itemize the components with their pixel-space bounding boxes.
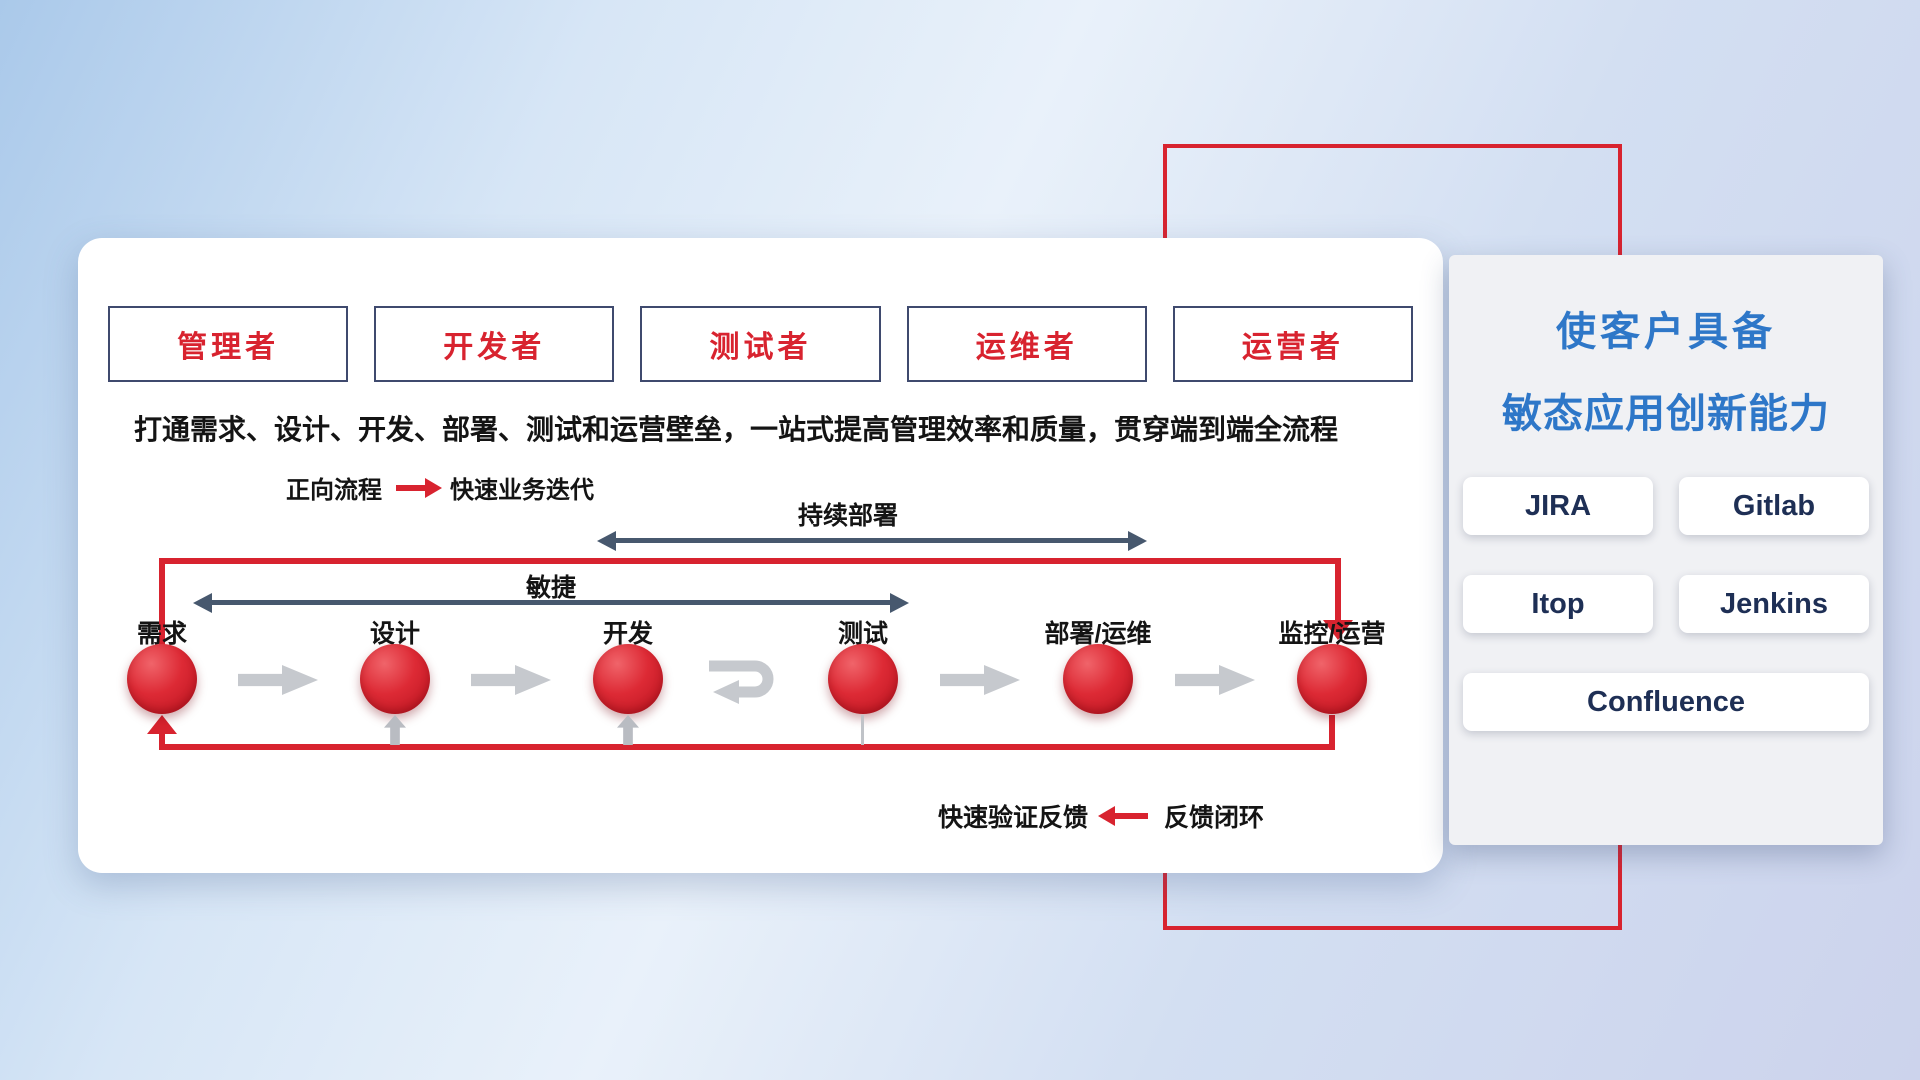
stage-label-test: 测试: [837, 620, 888, 648]
feedback-loop-up-arrowhead-icon: [147, 715, 177, 734]
devops-flow-panel: 管理者 开发者 测试者 运维者 运营者 打通需求、设计、开发、部署、测试和运营壁…: [78, 238, 1443, 873]
forward-legend-label: 正向流程: [286, 477, 382, 504]
flow-arrow-icon: [940, 665, 1020, 695]
role-box-tester: 测试者: [640, 306, 881, 382]
panel-title-line1: 使客户具备: [1556, 310, 1776, 354]
process-description: 打通需求、设计、开发、部署、测试和运营壁垒，一站式提高管理效率和质量，贯穿端到端…: [134, 414, 1339, 445]
agile-arrow: [193, 592, 909, 613]
role-label: 测试者: [709, 331, 812, 364]
stage-label-design: 设计: [369, 620, 420, 648]
forward-arrow-icon: [396, 477, 442, 498]
tool-confluence: Confluence: [1463, 673, 1869, 731]
arrowhead-left-icon: [193, 592, 212, 613]
feedback-loop-right-line: [1329, 715, 1335, 747]
tool-grid: JIRA Gitlab Itop Jenkins Confluence: [1463, 477, 1869, 731]
iteration-loop-icon: [709, 660, 774, 704]
panel-title-line2: 敏态应用创新能力: [1502, 392, 1830, 436]
role-label: 开发者: [443, 331, 546, 364]
role-box-manager: 管理者: [108, 306, 349, 382]
role-boxes-row: 管理者 开发者 测试者 运维者 运营者: [108, 306, 1414, 382]
feedback-legend: 快速验证反馈 反馈闭环: [938, 798, 1264, 834]
role-label: 管理者: [177, 331, 280, 364]
role-label: 运维者: [975, 331, 1078, 364]
role-box-developer: 开发者: [374, 306, 615, 382]
flow-arrow-icon: [471, 665, 551, 695]
forward-loop-top-line: [159, 558, 1341, 564]
role-label: 运营者: [1241, 331, 1344, 364]
flow-arrow-icon: [1175, 665, 1255, 695]
stage-label-deploy-ops: 部署/运维: [1044, 620, 1152, 648]
feedback-legend-desc: 快速验证反馈: [938, 804, 1089, 832]
stage-node-monitor-operate: [1297, 644, 1367, 714]
arrowhead-right-icon: [1128, 530, 1147, 551]
feedback-legend-label: 反馈闭环: [1164, 804, 1265, 832]
tool-itop: Itop: [1463, 575, 1653, 633]
feedback-connector-line: [861, 715, 864, 745]
agile-label: 敏捷: [525, 574, 576, 602]
forward-loop-right-line: [1335, 558, 1341, 622]
role-box-ops: 运维者: [906, 306, 1147, 382]
tool-gitlab: Gitlab: [1679, 477, 1869, 535]
feedback-loop-bottom-line: [159, 744, 1335, 750]
feedback-loop-left-line: [159, 731, 165, 745]
forward-loop-down-arrowhead-icon: [1323, 620, 1353, 640]
feedback-up-arrow-icon: [617, 715, 639, 745]
stage-node-develop: [593, 644, 663, 714]
capability-panel: 使客户具备 敏态应用创新能力 JIRA Gitlab Itop Jenkins …: [1449, 255, 1883, 845]
forward-loop-left-line: [159, 558, 165, 648]
stage-label-monitor-operate: 监控/运营: [1278, 620, 1386, 648]
panel-title: 使客户具备 敏态应用创新能力: [1463, 299, 1869, 439]
forward-legend-desc: 快速业务迭代: [450, 477, 594, 504]
tool-jenkins: Jenkins: [1679, 575, 1869, 633]
role-box-operator: 运营者: [1172, 306, 1414, 382]
arrowhead-left-icon: [597, 530, 616, 551]
forward-legend: 正向流程 快速业务迭代: [286, 470, 594, 505]
stage-node-deploy-ops: [1063, 644, 1133, 714]
stage-label-requirements: 需求: [136, 620, 187, 648]
stage-node-design: [360, 644, 430, 714]
stage-node-test: [828, 644, 898, 714]
continuous-deploy-arrow: [597, 530, 1147, 551]
flow-arrow-icon: [238, 665, 318, 695]
feedback-arrow-icon: [1098, 806, 1149, 826]
stage-node-requirements: [127, 644, 197, 714]
stage-label-develop: 开发: [602, 620, 653, 648]
feedback-up-arrow-icon: [384, 715, 406, 745]
tool-jira: JIRA: [1463, 477, 1653, 535]
continuous-deploy-label: 持续部署: [797, 502, 898, 530]
arrowhead-right-icon: [890, 592, 909, 613]
